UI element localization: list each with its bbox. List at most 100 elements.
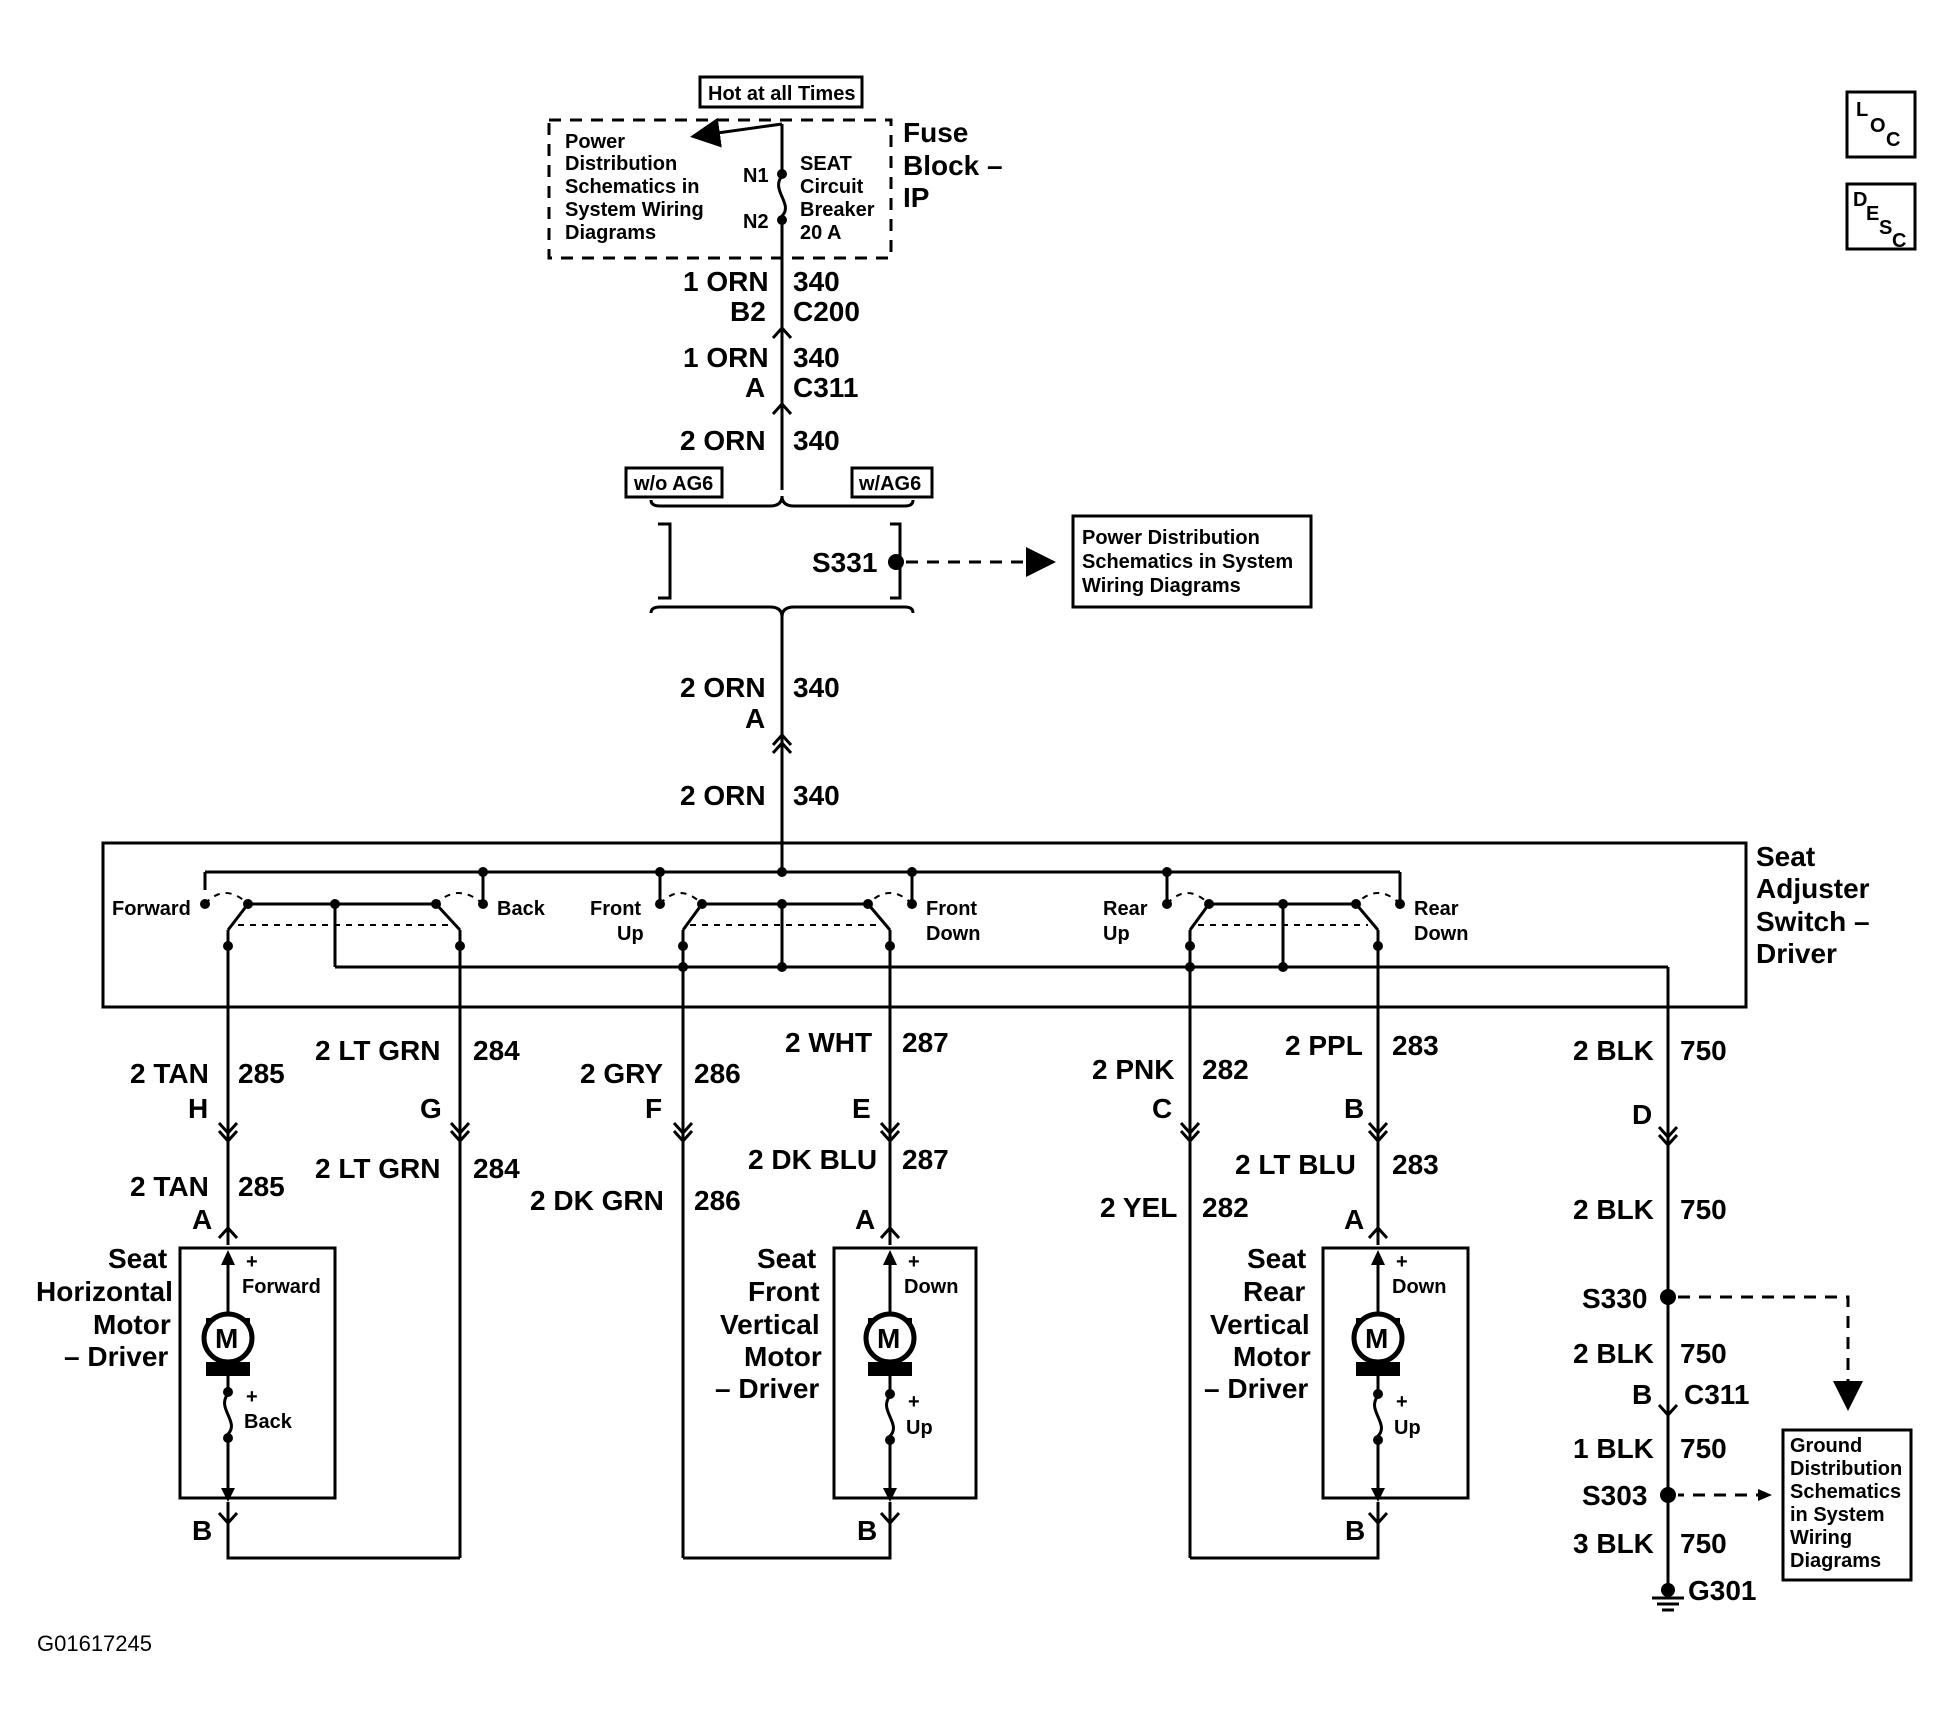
wire-lt-grn-284: 2 LT GRN 284 G 2 LT GRN 284 xyxy=(315,1010,520,1558)
svg-text:Motor: Motor xyxy=(93,1309,171,1340)
svg-text:C311: C311 xyxy=(1684,1379,1749,1410)
svg-text:IP: IP xyxy=(903,182,929,213)
ground-distribution-note: Ground Distribution Schematics in System… xyxy=(1781,1428,1913,1582)
svg-text:+: + xyxy=(908,1251,920,1273)
svg-text:Up: Up xyxy=(1394,1417,1421,1439)
svg-text:B2: B2 xyxy=(730,296,766,327)
svg-text:Down: Down xyxy=(926,923,980,945)
svg-text:20 A: 20 A xyxy=(800,222,842,244)
svg-text:287: 287 xyxy=(902,1144,949,1175)
seat-horizontal-motor: M + Forward + Back B xyxy=(178,1246,460,1560)
svg-text:Motor: Motor xyxy=(1233,1341,1311,1372)
svg-text:285: 285 xyxy=(238,1058,285,1089)
svg-text:340: 340 xyxy=(793,780,840,811)
svg-text:Distribution: Distribution xyxy=(565,153,677,175)
svg-text:Diagrams: Diagrams xyxy=(565,222,656,244)
svg-text:750: 750 xyxy=(1680,1433,1727,1464)
svg-text:2 GRY: 2 GRY xyxy=(580,1058,663,1089)
svg-text:+: + xyxy=(246,1386,258,1408)
svg-text:Wiring Diagrams: Wiring Diagrams xyxy=(1082,575,1241,597)
loc-icon[interactable]: L O C xyxy=(1845,90,1917,159)
svg-text:Rear: Rear xyxy=(1243,1276,1305,1307)
svg-text:Up: Up xyxy=(1103,923,1130,945)
svg-text:B: B xyxy=(857,1515,877,1546)
svg-text:1 ORN: 1 ORN xyxy=(683,266,769,297)
svg-text:2 LT GRN: 2 LT GRN xyxy=(315,1153,440,1184)
n2-terminal xyxy=(777,215,787,225)
desc-icon[interactable]: D E S C xyxy=(1845,182,1917,252)
svg-text:Ground: Ground xyxy=(1790,1435,1862,1457)
svg-text:284: 284 xyxy=(473,1153,520,1184)
power-distribution-note-s331: Power Distribution Schematics in System … xyxy=(1071,514,1313,609)
svg-text:Vertical: Vertical xyxy=(1210,1309,1310,1340)
svg-text:Rear: Rear xyxy=(1414,898,1459,920)
svg-text:750: 750 xyxy=(1680,1035,1727,1066)
fuse-block-ip: Power Distribution Schematics in System … xyxy=(547,117,1003,260)
wire-blk-750: 2 BLK 750 D 2 BLK 750 S330 2 BLK 750 B C… xyxy=(1573,1010,1863,1612)
svg-text:B: B xyxy=(1344,1093,1364,1124)
svg-text:S331: S331 xyxy=(812,547,877,578)
svg-text:Down: Down xyxy=(904,1276,958,1298)
svg-text:G: G xyxy=(420,1093,442,1124)
feed-wire-lower: 2 ORN 340 A 2 ORN 340 xyxy=(680,672,840,811)
svg-text:Seat: Seat xyxy=(108,1243,167,1274)
seat-adjuster-switch-title: Seat Adjuster Switch – Driver xyxy=(1756,841,1870,969)
fuse-block-title: Fuse Block – IP xyxy=(903,117,1003,213)
svg-text:A: A xyxy=(855,1204,875,1235)
svg-text:Power Distribution: Power Distribution xyxy=(1082,527,1260,549)
feed-wire-340: 1 ORN 340 B2 C200 1 ORN 340 A C311 2 ORN… xyxy=(680,222,860,490)
svg-text:3 BLK: 3 BLK xyxy=(1573,1528,1654,1559)
seat-adjuster-switch: Forward Back Front Up Front Down Rear Up… xyxy=(101,841,1748,1010)
svg-text:340: 340 xyxy=(793,342,840,373)
svg-text:2 BLK: 2 BLK xyxy=(1573,1035,1654,1066)
svg-text:– Driver: – Driver xyxy=(1204,1373,1308,1404)
svg-text:2 PPL: 2 PPL xyxy=(1285,1030,1363,1061)
svg-text:Front: Front xyxy=(590,898,641,920)
svg-text:G301: G301 xyxy=(1688,1575,1757,1606)
svg-text:2 ORN: 2 ORN xyxy=(680,425,766,456)
svg-text:SEAT: SEAT xyxy=(800,153,852,175)
svg-text:286: 286 xyxy=(694,1185,741,1216)
n1-terminal xyxy=(777,169,787,179)
svg-text:2 ORN: 2 ORN xyxy=(680,672,766,703)
svg-text:M: M xyxy=(215,1323,238,1354)
svg-text:283: 283 xyxy=(1392,1030,1439,1061)
svg-text:2 LT GRN: 2 LT GRN xyxy=(315,1035,440,1066)
svg-text:+: + xyxy=(1396,1391,1408,1413)
svg-text:Hot at all Times: Hot at all Times xyxy=(708,83,855,105)
option-ag6-selector: w/o AG6 w/AG6 xyxy=(624,466,934,880)
svg-text:2 TAN: 2 TAN xyxy=(130,1058,209,1089)
svg-text:Fuse: Fuse xyxy=(903,117,968,148)
svg-text:2 LT BLU: 2 LT BLU xyxy=(1235,1149,1356,1180)
svg-text:Up: Up xyxy=(906,1417,933,1439)
svg-text:B: B xyxy=(192,1515,212,1546)
svg-text:Distribution: Distribution xyxy=(1790,1458,1902,1480)
seat-rear-vertical-motor-label: Seat Rear Vertical Motor – Driver xyxy=(1204,1243,1311,1404)
svg-text:Switch –: Switch – xyxy=(1756,906,1870,937)
svg-text:B: B xyxy=(1632,1379,1652,1410)
svg-text:Seat: Seat xyxy=(757,1243,816,1274)
svg-text:2 PNK: 2 PNK xyxy=(1092,1054,1174,1085)
figure-id: G01617245 xyxy=(37,1631,152,1656)
svg-text:Front: Front xyxy=(748,1276,820,1307)
svg-text:2 TAN: 2 TAN xyxy=(130,1171,209,1202)
svg-text:Motor: Motor xyxy=(744,1341,822,1372)
svg-text:Forward: Forward xyxy=(112,898,191,920)
svg-text:A: A xyxy=(1344,1204,1364,1235)
seat-circuit-breaker-label: SEAT Circuit Breaker 20 A xyxy=(800,153,875,244)
svg-text:Down: Down xyxy=(1414,923,1468,945)
svg-text:282: 282 xyxy=(1202,1054,1249,1085)
svg-text:Schematics: Schematics xyxy=(1790,1481,1901,1503)
svg-text:Adjuster: Adjuster xyxy=(1756,873,1870,904)
svg-text:Schematics in System: Schematics in System xyxy=(1082,551,1293,573)
wire-wht-287: 2 WHT 287 E 2 DK BLU 287 A xyxy=(748,1010,949,1245)
svg-text:Block –: Block – xyxy=(903,150,1003,181)
svg-text:F: F xyxy=(645,1093,662,1124)
svg-text:M: M xyxy=(1365,1323,1388,1354)
svg-text:1 ORN: 1 ORN xyxy=(683,342,769,373)
svg-text:N2: N2 xyxy=(743,211,769,233)
svg-text:750: 750 xyxy=(1680,1528,1727,1559)
wire-pnk-282: 2 PNK 282 C 2 YEL 282 xyxy=(1092,1010,1249,1558)
svg-text:2 WHT: 2 WHT xyxy=(785,1027,872,1058)
seat-horizontal-motor-label: Seat Horizontal Motor – Driver xyxy=(36,1243,173,1372)
